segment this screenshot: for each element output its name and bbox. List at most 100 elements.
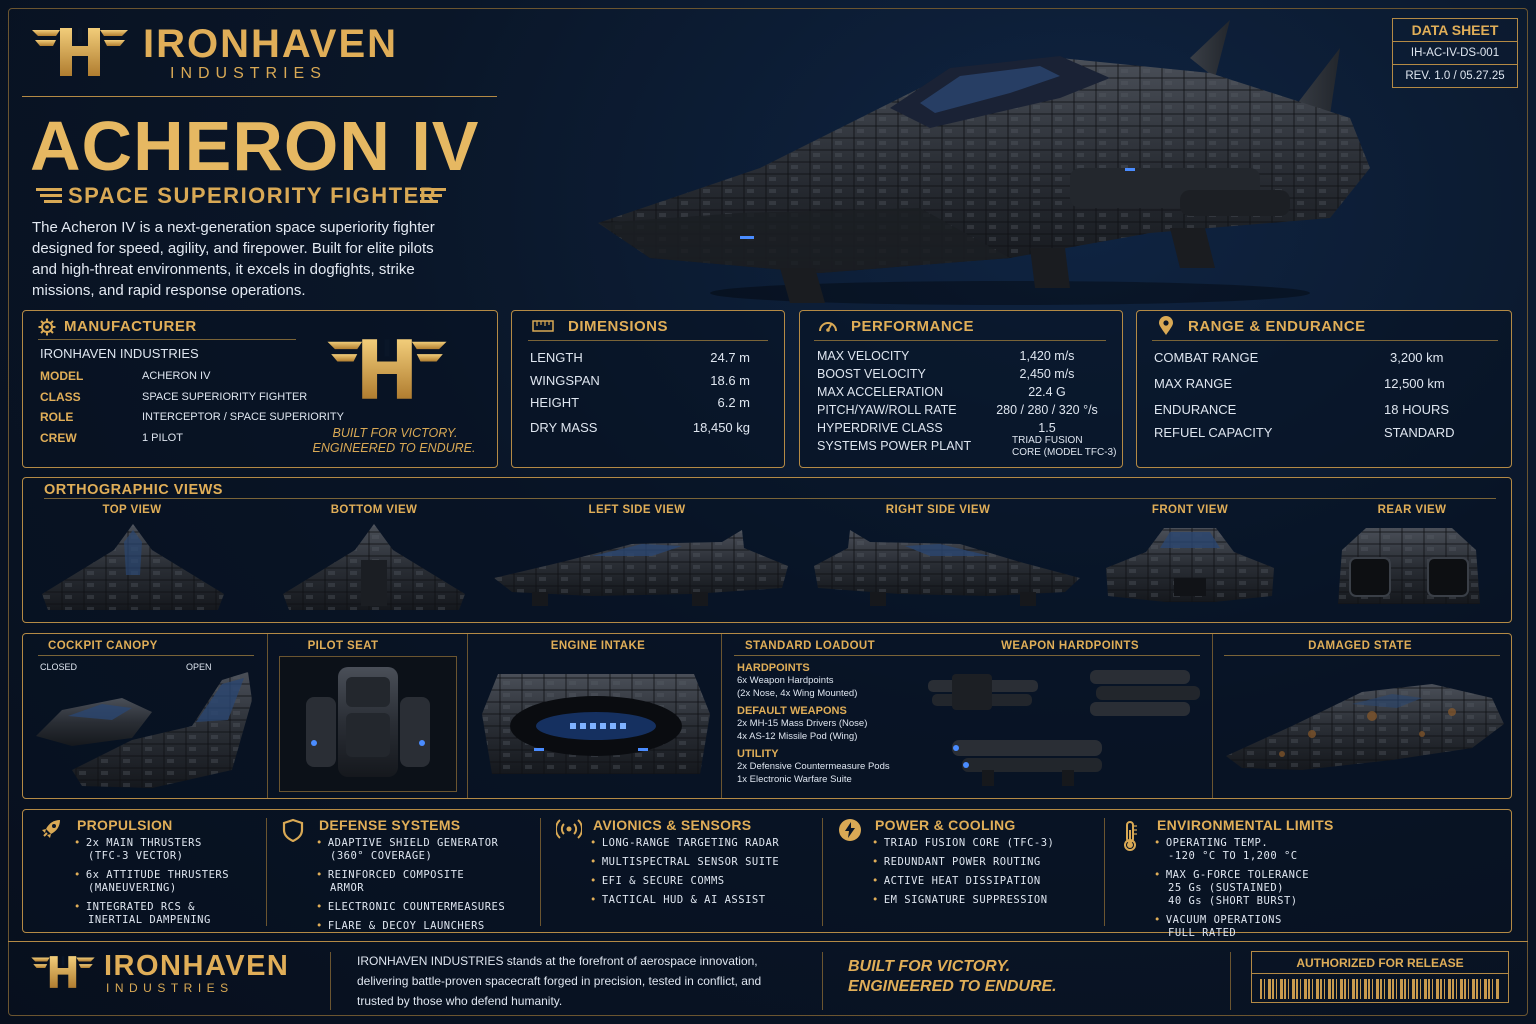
dimension-label: HEIGHT — [530, 395, 580, 410]
bullet-icon: • — [316, 837, 323, 849]
loadout-title: STANDARD LOADOUT — [744, 640, 876, 652]
manufacturer-row-label: CREW — [40, 430, 77, 445]
system-item: • FLARE & DECOY LAUNCHERS — [316, 920, 536, 933]
system-item-text: VACUUM OPERATIONS — [1165, 914, 1282, 926]
system-item-text: (TFC-3 VECTOR) — [88, 850, 184, 862]
bullet-icon: • — [74, 869, 81, 881]
manufacturer-title: MANUFACTURER — [64, 318, 197, 335]
ortho-label-bottom: BOTTOM VIEW — [330, 504, 418, 516]
system-divider — [266, 818, 267, 926]
canopy-image — [32, 660, 260, 792]
range-label: REFUEL CAPACITY — [1154, 425, 1273, 440]
dimensions-rule — [528, 340, 768, 341]
performance-value-2: CORE (MODEL TFC-3) — [1012, 447, 1117, 458]
system-item: •MULTISPECTRAL SENSOR SUITE — [590, 856, 810, 869]
manufacturer-name: IRONHAVEN INDUSTRIES — [40, 346, 199, 361]
ortho-top-view — [40, 520, 226, 616]
system-items: •ADAPTIVE SHIELD GENERATOR(360° COVERAGE… — [316, 837, 536, 939]
footer-divider-1 — [330, 952, 331, 1010]
loadout-group-line: 6x Weapon Hardpoints — [737, 675, 834, 686]
system-item-line: ARMOR — [316, 882, 536, 895]
location-pin-icon — [1158, 316, 1174, 336]
performance-value: 1.5 — [1038, 421, 1056, 435]
system-item-text: 40 Gs (SHORT BURST) — [1168, 895, 1298, 907]
system-item-line: 40 Gs (SHORT BURST) — [1154, 895, 1374, 908]
footer-slogan-1: BUILT FOR VICTORY. — [848, 958, 1011, 975]
system-item-text: ARMOR — [330, 882, 365, 894]
system-item-line: •ELECTRONIC COUNTERMEASURES — [316, 901, 536, 914]
bullet-icon: • — [1154, 837, 1161, 849]
bullet-icon: • — [590, 875, 597, 887]
system-item: •EM SIGNATURE SUPPRESSION — [872, 894, 1092, 907]
bullet-icon: • — [590, 856, 597, 868]
performance-label: MAX VELOCITY — [817, 349, 910, 363]
manufacturer-row-value: INTERCEPTOR / SPACE SUPERIORITY — [142, 411, 344, 423]
bullet-icon: • — [590, 837, 597, 849]
system-title: DEFENSE SYSTEMS — [319, 817, 461, 833]
system-item-text: ELECTRONIC COUNTERMEASURES — [327, 901, 506, 913]
system-item-line: •ACTIVE HEAT DISSIPATION — [872, 875, 1092, 888]
bullet-icon: • — [316, 920, 323, 932]
system-item-line: •REINFORCED COMPOSITE — [316, 869, 536, 882]
detail-divider-2 — [467, 634, 468, 798]
bullet-icon: • — [590, 894, 597, 906]
ortho-rear-view — [1336, 520, 1482, 614]
system-items: •2x MAIN THRUSTERS(TFC-3 VECTOR) •6x ATTI… — [74, 837, 294, 933]
system-item: •2x MAIN THRUSTERS(TFC-3 VECTOR) — [74, 837, 294, 863]
ship-subtitle: SPACE SUPERIORITY FIGHTER — [68, 183, 438, 208]
system-item-text: OPERATING TEMP. — [1165, 837, 1269, 849]
datasheet-box: DATA SHEET IH-AC-IV-DS-001 REV. 1.0 / 05… — [1392, 18, 1518, 88]
footer-divider-3 — [1230, 952, 1231, 1010]
system-item-line: •REDUNDANT POWER ROUTING — [872, 856, 1092, 869]
performance-value: TRIAD FUSION — [1012, 435, 1083, 446]
authorized-label: AUTHORIZED FOR RELEASE — [1252, 952, 1508, 974]
system-item: •ADAPTIVE SHIELD GENERATOR(360° COVERAGE… — [316, 837, 536, 863]
system-item-text: (MANEUVERING) — [88, 882, 177, 894]
system-item-line: • ADAPTIVE SHIELD GENERATOR — [316, 837, 536, 850]
system-item-line: FULL RATED — [1154, 927, 1374, 940]
performance-label: PITCH/YAW/ROLL RATE — [817, 403, 957, 417]
system-item: •ACTIVE HEAT DISSIPATION — [872, 875, 1092, 888]
system-item-line: 25 Gs (SUSTAINED) — [1154, 882, 1374, 895]
system-item-text: TACTICAL HUD & AI ASSIST — [601, 894, 766, 906]
datasheet-rev: REV. 1.0 / 05.27.25 — [1405, 70, 1505, 82]
loadout-group-label: HARDPOINTS — [737, 662, 810, 674]
manufacturer-row-value: SPACE SUPERIORITY FIGHTER — [142, 390, 308, 403]
performance-label: HYPERDRIVE CLASS — [817, 421, 943, 435]
system-item: •6x ATTITUDE THRUSTERS(MANEUVERING) — [74, 869, 294, 895]
system-item-text: FLARE & DECOY LAUNCHERS — [327, 920, 485, 932]
detail-divider-3 — [721, 634, 722, 798]
loadout-spacer — [737, 743, 927, 747]
range-value: 3,200 km — [1390, 350, 1444, 365]
footer-rule — [8, 941, 1528, 942]
system-item-line: •INTEGRATED RCS & — [74, 901, 294, 914]
bullet-icon: • — [872, 837, 879, 849]
system-item-text: ADAPTIVE SHIELD GENERATOR — [327, 837, 499, 849]
bullet-icon: • — [74, 837, 81, 849]
ship-title: ACHERON IV — [30, 107, 480, 185]
system-divider — [540, 818, 541, 926]
range-label: COMBAT RANGE — [1154, 350, 1259, 365]
bullet-icon: • — [74, 901, 81, 913]
authorized-box: AUTHORIZED FOR RELEASE — [1251, 951, 1509, 1003]
system-item: •INTEGRATED RCS &INERTIAL DAMPENING — [74, 901, 294, 927]
system-item: •OPERATING TEMP.-120 °C TO 1,200 °C — [1154, 837, 1374, 863]
system-item-text: LONG-RANGE TARGETING RADAR — [601, 837, 780, 849]
system-item-text: INERTIAL DAMPENING — [88, 914, 211, 926]
ortho-rule — [44, 498, 1496, 499]
system-item-text: TRIAD FUSION CORE (TFC-3) — [883, 837, 1055, 849]
performance-value: 22.4 G — [1028, 385, 1066, 399]
manufacturer-row-label: MODEL — [40, 369, 84, 383]
bullet-icon: • — [872, 894, 879, 906]
system-items: •OPERATING TEMP.-120 °C TO 1,200 °C•MAX … — [1154, 837, 1374, 946]
system-item: •ELECTRONIC COUNTERMEASURES — [316, 901, 536, 914]
dimension-value: 24.7 m — [710, 350, 750, 365]
range-value: STANDARD — [1384, 425, 1455, 440]
system-item-text: REDUNDANT POWER ROUTING — [883, 856, 1041, 868]
barcode — [1260, 979, 1500, 999]
ortho-label-left: LEFT SIDE VIEW — [588, 504, 686, 516]
datasheet-title: DATA SHEET — [1393, 19, 1517, 42]
system-item-text: ACTIVE HEAT DISSIPATION — [883, 875, 1041, 887]
